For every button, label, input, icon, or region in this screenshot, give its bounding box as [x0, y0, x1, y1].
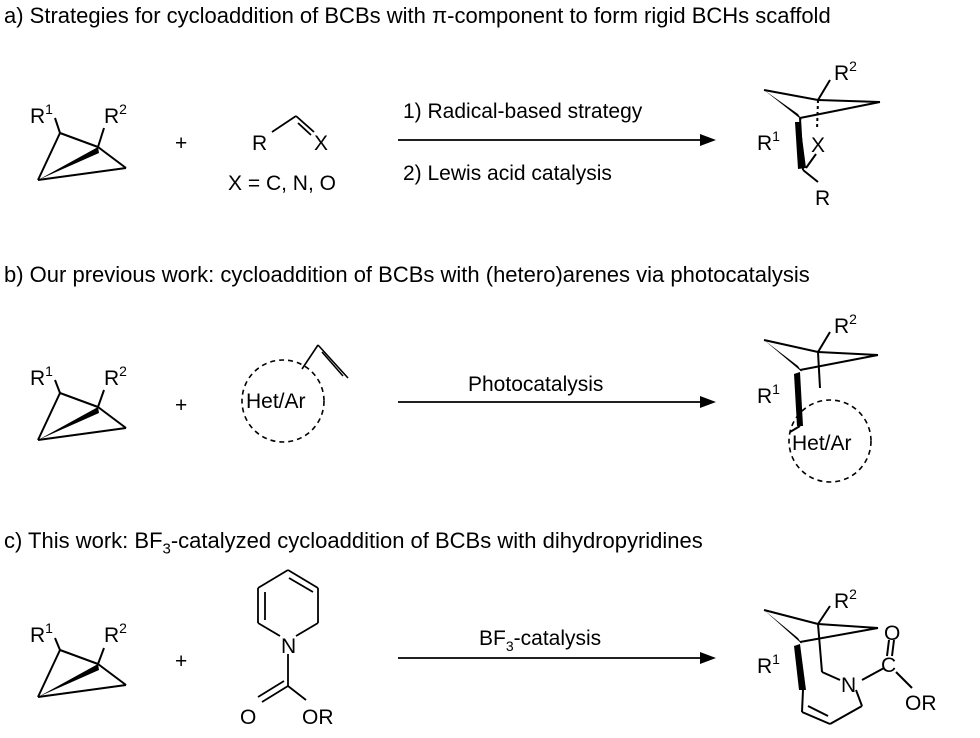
pi-component-x-label: X: [314, 132, 328, 155]
x-definition: X = C, N, O: [228, 172, 336, 195]
heading-a-text-end: -component to form rigid BCHs scaffold: [447, 3, 831, 28]
scheme-b: R1 R2 + Het/Ar Photocatalysis R2 R1: [30, 311, 879, 483]
condition-lewis-acid: 2) Lewis acid catalysis: [403, 162, 612, 185]
product-c-o-label: O: [884, 622, 900, 645]
bch-product-b: [763, 331, 879, 483]
bcb-b-r1-label: R1: [30, 363, 53, 390]
bcb-c-r1-label: R1: [30, 620, 53, 647]
product-b-het-ar-label: Het/Ar: [792, 432, 852, 455]
heading-a: a) Strategies for cycloaddition of BCBs …: [4, 3, 831, 29]
product-a-x-label: X: [811, 134, 825, 157]
plus-sign-b: +: [175, 394, 187, 417]
product-a-r1-label: R1: [757, 128, 780, 155]
product-b-r2-label: R2: [834, 311, 857, 338]
product-c-r2-label: R2: [834, 586, 857, 613]
dhp-n-label: N: [281, 635, 296, 658]
condition-bf3: BF3-catalysis: [479, 627, 601, 654]
bcb-r2-label: R2: [104, 101, 127, 128]
reaction-arrow-a: [398, 134, 716, 146]
heading-c-subscript: 3: [162, 540, 171, 558]
reaction-arrow-b: [398, 396, 716, 408]
plus-sign: +: [175, 132, 187, 155]
product-c-c-label: C: [881, 654, 896, 677]
heading-a-text: a) Strategies for cycloaddition of BCBs …: [4, 3, 432, 28]
bch-product-c: [763, 605, 913, 725]
bcb-c-r2-label: R2: [104, 620, 127, 647]
product-c-or-label: OR: [905, 692, 937, 715]
product-a-r2-label: R2: [834, 58, 857, 85]
heading-b-text: b) Our previous work: cycloaddition of B…: [4, 262, 810, 287]
product-a-r-label: R: [815, 187, 830, 210]
bch-product-a: [763, 79, 881, 183]
bcb-reactant-a: [37, 117, 127, 181]
product-c-n-label: N: [841, 674, 856, 697]
bcb-reactant-b: [37, 379, 127, 441]
het-ar-label: Het/Ar: [246, 390, 306, 413]
bcb-reactant-c: [37, 637, 127, 698]
plus-sign-c: +: [175, 650, 187, 673]
scheme-c: R1 R2 + N O OR BF3-catalysis: [30, 569, 937, 729]
bcb-b-r2-label: R2: [104, 363, 127, 390]
heading-b: b) Our previous work: cycloaddition of B…: [4, 262, 810, 288]
condition-radical: 1) Radical-based strategy: [403, 100, 643, 123]
scheme-a: R1 R2 + R X X = C, N, O 1) Radical-based…: [30, 58, 881, 210]
reaction-arrow-c: [398, 652, 716, 664]
heading-a-pi-symbol: π: [431, 3, 448, 28]
heading-c: c) This work: BF3-catalyzed cycloadditio…: [4, 528, 703, 557]
bcb-r1-label: R1: [30, 101, 53, 128]
condition-photocatalysis: Photocatalysis: [468, 373, 603, 396]
pi-component-r-label: R: [252, 132, 267, 155]
pi-component: [271, 115, 315, 136]
product-c-r1-label: R1: [757, 651, 780, 678]
heading-c-text-end: -catalyzed cycloaddition of BCBs with di…: [170, 528, 703, 553]
dhp-o-label: O: [240, 706, 256, 729]
heteroarene-ring: [241, 344, 349, 443]
product-b-r1-label: R1: [757, 381, 780, 408]
dihydropyridine: [257, 569, 319, 703]
dhp-or-label: OR: [302, 706, 334, 729]
heading-c-text: c) This work: BF: [4, 528, 163, 553]
